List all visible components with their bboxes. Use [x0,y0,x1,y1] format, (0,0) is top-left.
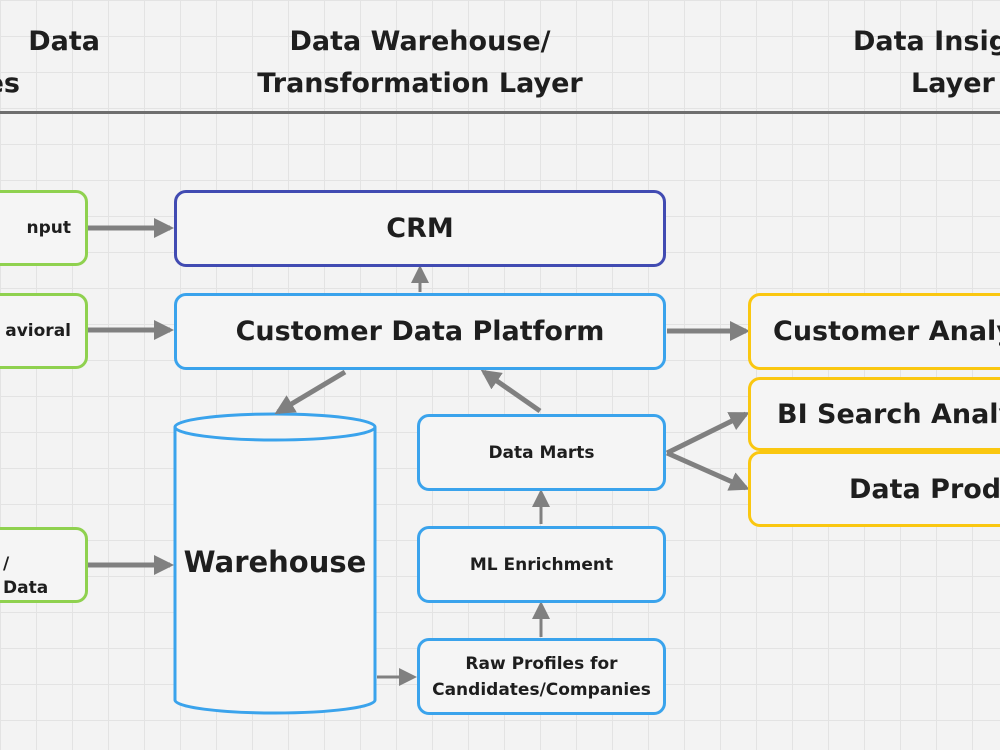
raw-profiles-line2: Candidates/Companies [432,679,651,700]
header-data-sources: Data es [0,21,100,105]
source-third-party-line1: / [3,554,10,574]
ml-enrichment-label: ML Enrichment [469,554,614,575]
arrow-cdp-to-warehouse [274,369,347,415]
data-products-box[interactable]: Data Produ [748,451,1000,527]
warehouse-label: Warehouse [183,545,367,579]
ml-enrichment-box[interactable]: ML Enrichment [417,526,666,603]
customer-analytics-label: Customer Analy [773,316,1000,347]
header-data-sources-line1: Data [28,26,100,57]
header-data-warehouse-line2: Transformation Layer [257,68,583,99]
customer-data-platform-label: Customer Data Platform [235,316,605,347]
header-data-warehouse-line1: Data Warehouse/ [289,26,551,57]
data-marts-box[interactable]: Data Marts [417,414,666,491]
crm-box[interactable]: CRM [174,190,666,267]
warehouse-cylinder[interactable] [173,412,377,715]
header-data-insights-line1: Data Insig [853,26,1000,57]
arrow-datamarts-to-bi-search [665,411,750,456]
bi-search-analytics-label: BI Search Analy [777,398,1000,430]
bi-search-analytics-box[interactable]: BI Search Analy [748,377,1000,451]
header-data-warehouse: Data Warehouse/ Transformation Layer [220,21,620,105]
raw-profiles-line1: Raw Profiles for [465,653,618,674]
source-input-label: nput [26,218,71,238]
arrow-datamarts-to-data-products [665,450,750,491]
source-behavioral-label: avioral [5,321,71,341]
header-data-insights-line2: Layer [911,68,995,99]
header-data-sources-line2: es [0,68,20,99]
customer-data-platform-box[interactable]: Customer Data Platform [174,293,666,370]
customer-analytics-box[interactable]: Customer Analy [748,293,1000,370]
data-marts-label: Data Marts [488,442,595,463]
header-data-insights: Data Insig Layer [853,21,1000,105]
source-behavioral-box[interactable]: avioral [0,293,88,369]
source-third-party-box[interactable]: / Data [0,527,88,603]
source-third-party-line2: Data [3,578,49,598]
raw-profiles-box[interactable]: Raw Profiles for Candidates/Companies [417,638,666,715]
source-input-box[interactable]: nput [0,190,88,266]
arrow-datamarts-to-cdp [480,369,542,414]
data-products-label: Data Produ [849,473,1000,505]
crm-label: CRM [386,213,454,244]
header-divider [0,111,1000,114]
